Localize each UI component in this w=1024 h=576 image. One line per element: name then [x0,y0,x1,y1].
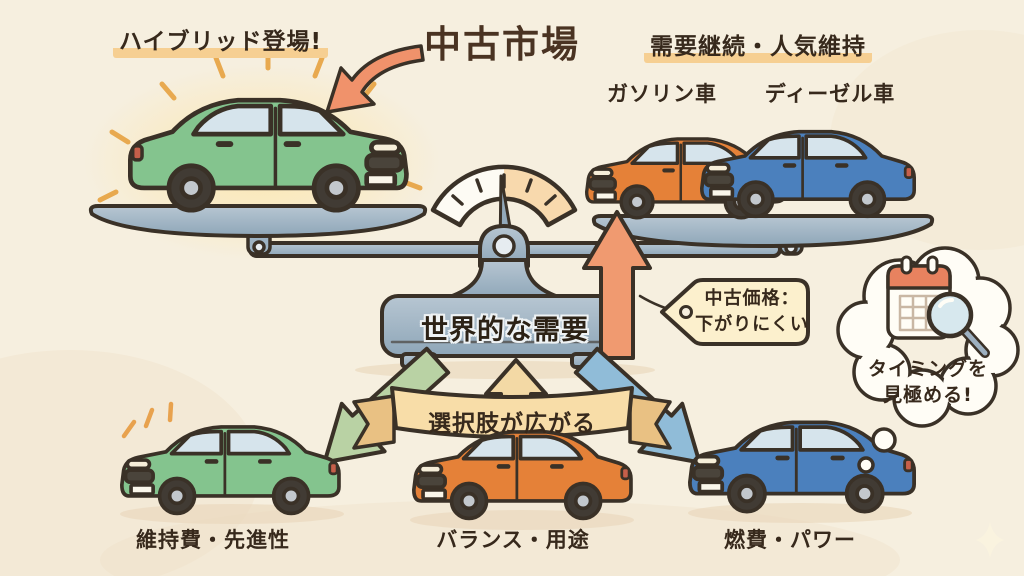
price-tag [660,278,810,346]
hybrid-sparkles [121,401,174,439]
benefit-gasoline: バランス・用途 [436,528,590,552]
arrow-to-hybrid [325,44,425,114]
benefit-hybrid: 維持費・先進性 [136,528,290,552]
benefit-diesel: 燃費・パワー [724,528,856,552]
right-pan [591,214,935,248]
balance-scale [88,164,935,369]
thought-line1: タイミングを [867,358,989,380]
magnifier-icon [926,291,990,358]
gasoline-label: ガソリン車 [607,82,717,106]
hybrid-debut-callout: ハイブリッド登場! [113,22,329,58]
pivot [492,234,516,258]
thought-bubble [836,246,1020,474]
price-tag-text: 中古価格： 下がりにくい [695,286,809,338]
left-pan [88,204,428,238]
fulcrum [380,224,630,369]
pedestal-label: 世界的な需要 [421,315,589,346]
banner-ribbon [352,386,672,450]
banner-label: 選択肢が広がる [428,411,596,437]
page-title: 中古市場 [424,23,580,66]
thought-text: タイミングを 見極める! [868,356,988,408]
demand-text: 需要継続・人気維持 [644,34,872,63]
thought-line2: 見極める! [883,384,973,406]
sparkle-star [976,522,1004,558]
tag-hole [679,305,693,319]
price-tag-line1: 中古価格： [704,288,800,309]
diesel-label: ディーゼル車 [764,82,896,106]
demand-callout: 需要継続・人気維持 [644,27,872,63]
hybrid-debut-text: ハイブリッド登場! [113,29,329,58]
price-up-arrow [582,210,652,360]
price-tag-line2: 下がりにくい [695,314,809,335]
